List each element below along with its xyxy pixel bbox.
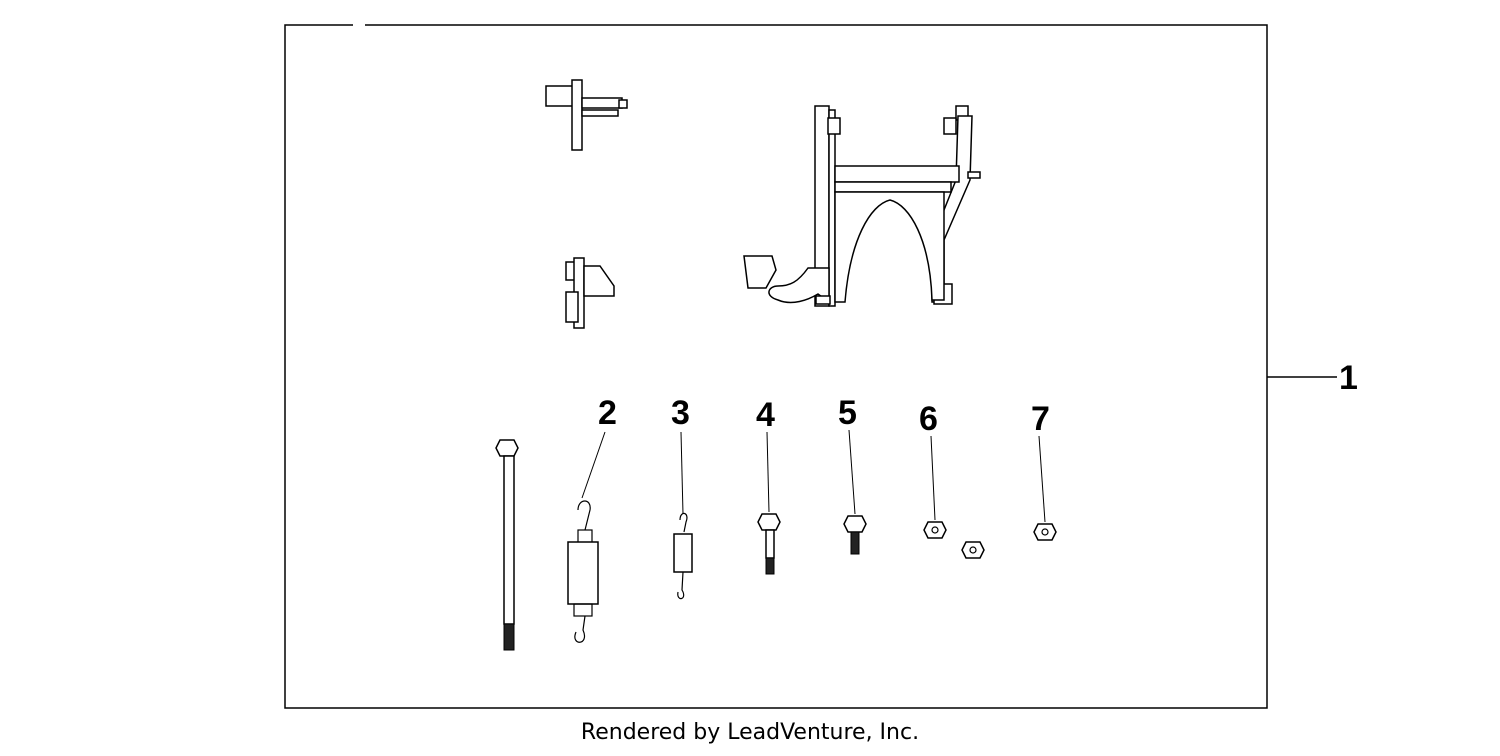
- callout-1: 1: [1339, 359, 1358, 397]
- callout-5: 5: [838, 394, 857, 432]
- nut-pair: [923, 521, 985, 559]
- lower-bracket: [565, 257, 615, 329]
- long-bolt: [495, 439, 519, 651]
- spring-large: [567, 500, 599, 643]
- callout-4: 4: [756, 396, 775, 434]
- bolt-short: [843, 515, 867, 555]
- assembly-frame: [284, 24, 1337, 709]
- nut-single: [1033, 523, 1057, 541]
- upper-bracket: [545, 79, 628, 151]
- main-stand: [743, 105, 981, 307]
- callout-2: 2: [598, 394, 617, 432]
- bolt-medium: [757, 513, 781, 575]
- callout-7: 7: [1031, 400, 1050, 438]
- spring-small: [673, 512, 693, 600]
- footer-credit: Rendered by LeadVenture, Inc.: [580, 720, 920, 745]
- callout-6: 6: [919, 400, 938, 438]
- leader-lines: [581, 429, 1046, 523]
- callout-3: 3: [671, 394, 690, 432]
